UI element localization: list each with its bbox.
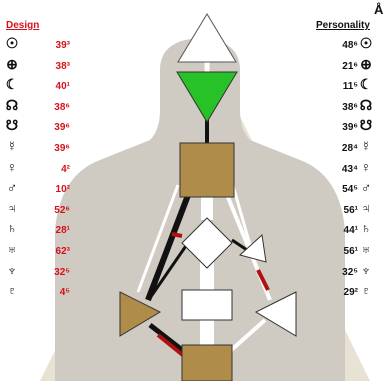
personality-header: Personality (316, 20, 370, 31)
personality-value-jupiter: 56¹ (326, 202, 358, 220)
neptune-icon: ♆ (358, 261, 374, 279)
personality-value-earth: 21⁶ (326, 58, 358, 76)
design-value-uranus: 62³ (20, 243, 70, 261)
personality-value-south-node: 39⁶ (326, 119, 358, 137)
channel-red-1 (172, 234, 182, 236)
personality-row-north-node: 38⁶☊ (326, 96, 386, 114)
design-value-moon: 40¹ (20, 78, 70, 96)
design-value-sun: 39³ (20, 37, 70, 55)
uranus-icon: ♅ (4, 240, 20, 258)
corner-symbol: Å (374, 2, 383, 17)
design-value-mercury: 39⁶ (20, 140, 70, 158)
south-node-icon: ☋ (358, 116, 374, 134)
personality-value-moon: 11⁵ (326, 78, 358, 96)
personality-row-pluto: 29²♇ (326, 281, 386, 299)
personality-value-neptune: 32⁵ (326, 264, 358, 282)
design-row-south-node: ☋39⁶ (4, 116, 72, 134)
personality-row-uranus: 56¹♅ (326, 240, 386, 258)
design-value-venus: 4² (20, 161, 70, 179)
design-row-pluto: ♇4⁵ (4, 281, 72, 299)
personality-row-neptune: 32⁵♆ (326, 261, 386, 279)
uranus-icon: ♅ (358, 240, 374, 258)
personality-row-moon: 11⁵☾ (326, 75, 386, 93)
design-value-jupiter: 52⁶ (20, 202, 70, 220)
personality-row-sun: 48⁶☉ (326, 34, 386, 52)
mars-icon: ♂ (358, 178, 374, 196)
neptune-icon: ♆ (4, 261, 20, 279)
moon-icon: ☾ (4, 75, 20, 93)
personality-value-pluto: 29² (326, 284, 358, 302)
pluto-icon: ♇ (4, 281, 20, 299)
sun-icon: ☉ (358, 34, 374, 52)
design-value-south-node: 39⁶ (20, 119, 70, 137)
design-row-jupiter: ♃52⁶ (4, 199, 72, 217)
mercury-icon: ☿ (4, 137, 20, 155)
personality-value-mercury: 28⁴ (326, 140, 358, 158)
north-node-icon: ☊ (4, 96, 20, 114)
design-value-saturn: 28¹ (20, 222, 70, 240)
personality-row-jupiter: 56¹♃ (326, 199, 386, 217)
design-value-north-node: 38⁶ (20, 99, 70, 117)
personality-value-north-node: 38⁶ (326, 99, 358, 117)
center-root (182, 345, 232, 381)
personality-row-south-node: 39⁶☋ (326, 116, 386, 134)
personality-row-mars: 54⁵♂ (326, 178, 386, 196)
design-row-uranus: ♅62³ (4, 240, 72, 258)
center-throat (180, 143, 234, 197)
design-header: Design (6, 20, 39, 31)
venus-icon: ♀ (358, 158, 374, 176)
design-row-sun: ☉39³ (4, 34, 72, 52)
jupiter-icon: ♃ (358, 199, 374, 217)
moon-icon: ☾ (358, 75, 374, 93)
design-row-moon: ☾40¹ (4, 75, 72, 93)
north-node-icon: ☊ (358, 96, 374, 114)
design-row-mercury: ☿39⁶ (4, 137, 72, 155)
design-row-saturn: ♄28¹ (4, 219, 72, 237)
jupiter-icon: ♃ (4, 199, 20, 217)
personality-row-venus: 43⁴♀ (326, 158, 386, 176)
design-row-venus: ♀4² (4, 158, 72, 176)
saturn-icon: ♄ (358, 219, 374, 237)
mercury-icon: ☿ (358, 137, 374, 155)
personality-row-saturn: 44¹♄ (326, 219, 386, 237)
sun-icon: ☉ (4, 34, 20, 52)
personality-row-earth: 21⁶⊕ (326, 55, 386, 73)
personality-value-mars: 54⁵ (326, 181, 358, 199)
earth-icon: ⊕ (358, 55, 374, 73)
design-row-north-node: ☊38⁶ (4, 96, 72, 114)
mars-icon: ♂ (4, 178, 20, 196)
design-row-mars: ♂10² (4, 178, 72, 196)
design-row-neptune: ♆32⁵ (4, 261, 72, 279)
venus-icon: ♀ (4, 158, 20, 176)
design-value-neptune: 32⁵ (20, 264, 70, 282)
design-value-pluto: 4⁵ (20, 284, 70, 302)
personality-value-venus: 43⁴ (326, 161, 358, 179)
pluto-icon: ♇ (358, 281, 374, 299)
design-value-earth: 38³ (20, 58, 70, 76)
saturn-icon: ♄ (4, 219, 20, 237)
south-node-icon: ☋ (4, 116, 20, 134)
center-head (178, 14, 236, 62)
personality-row-mercury: 28⁴☿ (326, 137, 386, 155)
center-sacral (182, 290, 232, 320)
personality-value-sun: 48⁶ (326, 37, 358, 55)
design-value-mars: 10² (20, 181, 70, 199)
personality-value-saturn: 44¹ (326, 222, 358, 240)
personality-value-uranus: 56¹ (326, 243, 358, 261)
earth-icon: ⊕ (4, 55, 20, 73)
design-row-earth: ⊕38³ (4, 55, 72, 73)
